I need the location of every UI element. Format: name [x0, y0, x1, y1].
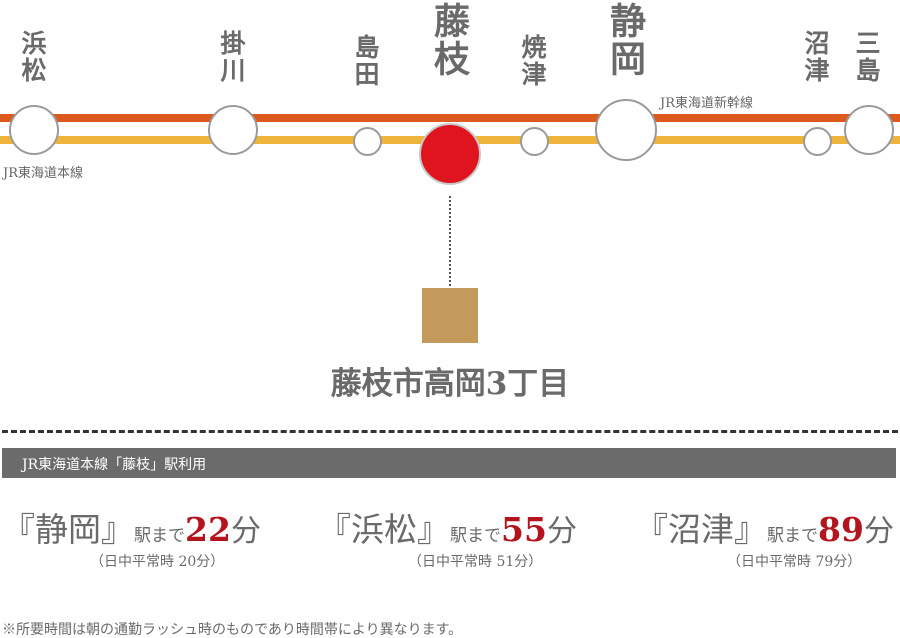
station-marker-hamamatsu: [9, 105, 59, 155]
site-marker: [422, 288, 478, 343]
route-unit: 分: [546, 514, 577, 549]
route-unit: 分: [863, 514, 894, 549]
station-label-shizuoka: 静岡: [604, 2, 646, 78]
station-label-shimada: 島田: [351, 34, 380, 88]
route-destination: 『浜松』: [318, 510, 450, 549]
route-shizuoka: 『静岡』駅まで22分: [2, 503, 261, 551]
header-bar: JR東海道本線「藤枝」駅利用: [2, 448, 896, 478]
station-marker-shimada: [353, 127, 382, 156]
header-bar-text: JR東海道本線「藤枝」駅利用: [22, 457, 207, 473]
shinkansen-line: [0, 114, 900, 122]
route-mid: 駅まで: [450, 526, 501, 546]
station-label-kakegawa: 掛川: [217, 30, 246, 84]
route-mid: 駅まで: [134, 526, 185, 546]
site-label: 藤枝市高岡3丁目: [330, 366, 570, 402]
dotted-connector: [449, 196, 451, 286]
route-minutes: 89: [818, 510, 864, 549]
station-label-hamamatsu: 浜松: [18, 30, 47, 84]
route-note-hamamatsu: （日中平常時 51分）: [408, 554, 543, 570]
footnote: ※所要時間は朝の通勤ラッシュ時のものであり時間帯により異なります。: [2, 622, 463, 638]
station-marker-fujieda: [419, 123, 481, 185]
station-marker-kakegawa: [208, 105, 258, 155]
route-mid: 駅まで: [767, 526, 818, 546]
local-line-label: JR東海道本線: [3, 166, 83, 181]
route-destination: 『沼津』: [635, 510, 767, 549]
station-label-yaizu: 焼津: [518, 34, 547, 88]
shinkansen-line-label: JR東海道新幹線: [660, 96, 753, 111]
route-note-numazu: （日中平常時 79分）: [727, 554, 862, 570]
route-note-shizuoka: （日中平常時 20分）: [90, 554, 225, 570]
route-minutes: 55: [501, 510, 547, 549]
route-destination: 『静岡』: [2, 510, 134, 549]
route-numazu: 『沼津』駅まで89分: [635, 503, 894, 551]
station-label-numazu: 沼津: [801, 30, 830, 84]
station-marker-numazu: [803, 127, 832, 156]
station-label-mishima: 三島: [852, 30, 881, 84]
station-marker-mishima: [844, 105, 894, 155]
route-unit: 分: [230, 514, 261, 549]
route-minutes: 22: [185, 510, 231, 549]
station-marker-yaizu: [520, 127, 549, 156]
station-marker-shizuoka: [595, 99, 657, 161]
station-label-fujieda: 藤枝: [428, 2, 470, 78]
route-hamamatsu: 『浜松』駅まで55分: [318, 503, 577, 551]
dashed-divider: [2, 430, 898, 433]
